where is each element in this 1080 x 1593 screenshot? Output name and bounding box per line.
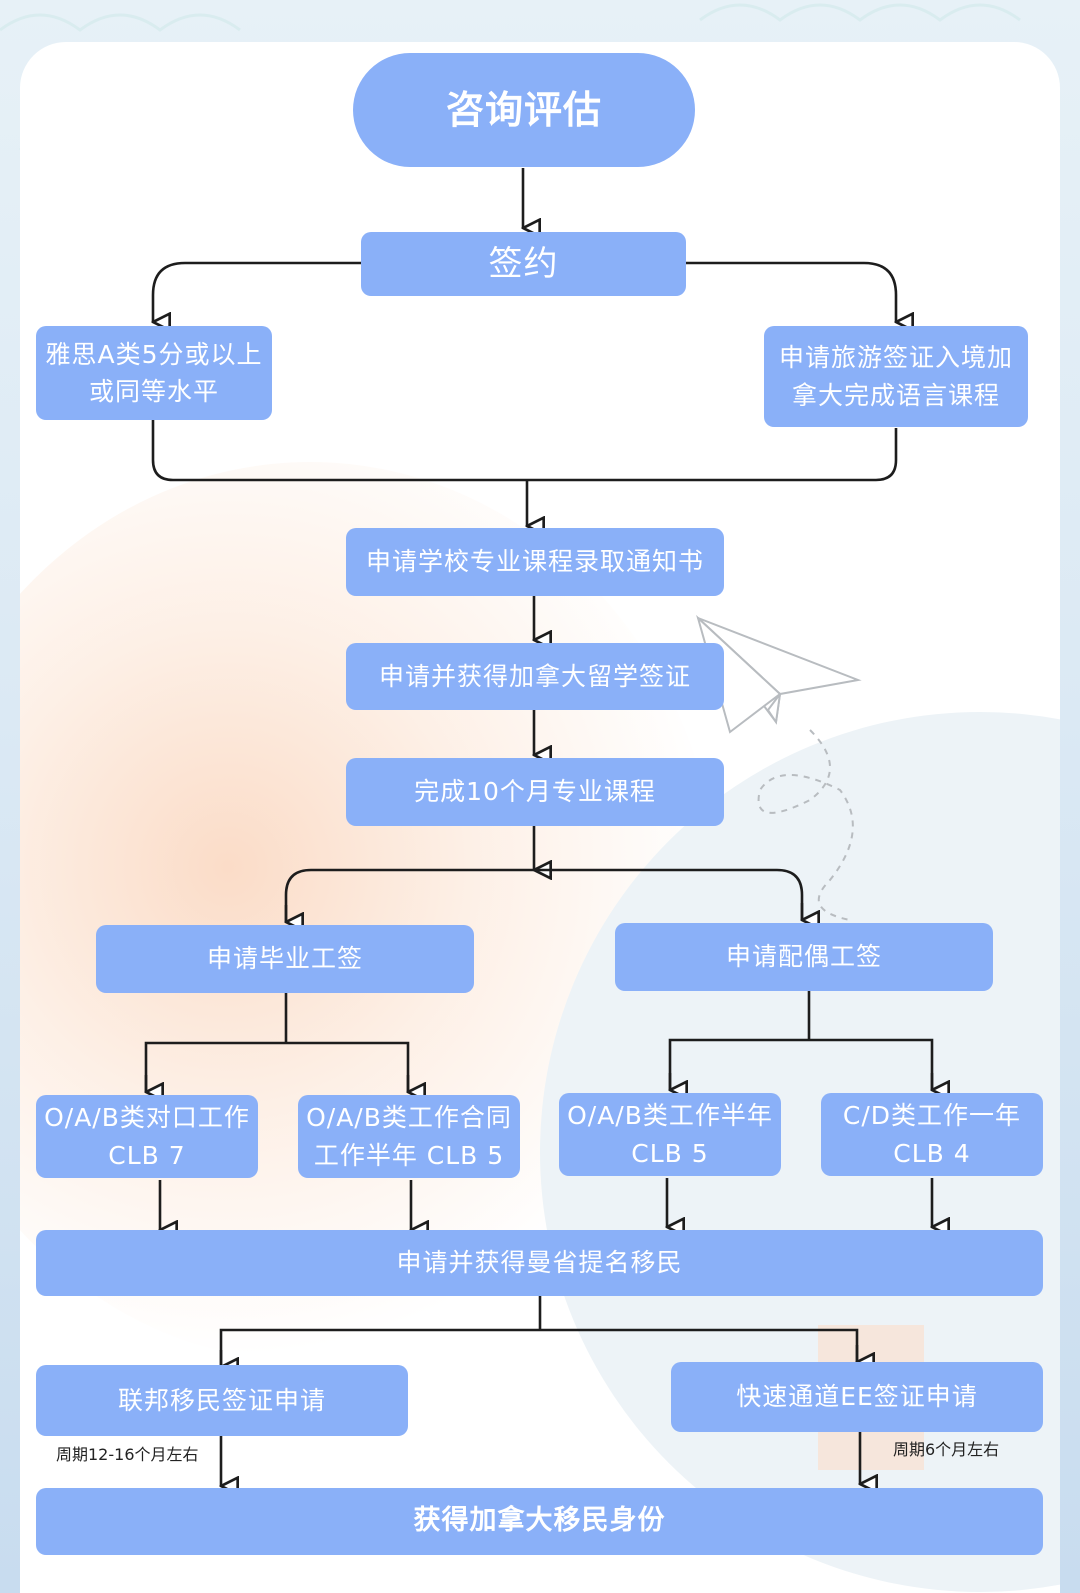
node-pr-label: 获得加拿大移民身份 xyxy=(413,1505,666,1537)
node-tourist-visa-label: 申请旅游签证入境加 拿大完成语言课程 xyxy=(778,343,1013,410)
node-ielts: 雅思A类5分或以上 或同等水平 xyxy=(36,326,272,420)
node-study-visa-label: 申请并获得加拿大留学签证 xyxy=(378,661,691,691)
node-pnp-label: 申请并获得曼省提名移民 xyxy=(396,1248,683,1278)
node-study-visa: 申请并获得加拿大留学签证 xyxy=(346,643,724,710)
node-pr: 获得加拿大移民身份 xyxy=(36,1488,1043,1555)
node-oab-half: O/A/B类工作半年 CLB 5 xyxy=(559,1093,781,1176)
node-express: 快速通道EE签证申请 xyxy=(671,1362,1043,1432)
node-spouse-work: 申请配偶工签 xyxy=(615,923,993,991)
node-federal: 联邦移民签证申请 xyxy=(36,1365,408,1436)
node-grad-work: 申请毕业工签 xyxy=(96,925,474,993)
node-oab-match-label: O/A/B类对口工作 CLB 7 xyxy=(44,1103,250,1170)
node-oab-contract: O/A/B类工作合同 工作半年 CLB 5 xyxy=(298,1095,520,1178)
node-sign-label: 签约 xyxy=(488,243,559,284)
node-ielts-label: 雅思A类5分或以上 或同等水平 xyxy=(45,339,263,407)
node-federal-label: 联邦移民签证申请 xyxy=(117,1385,326,1415)
node-grad-work-label: 申请毕业工签 xyxy=(206,944,363,974)
node-spouse-work-label: 申请配偶工签 xyxy=(725,942,882,972)
note-express-cycle: 周期6个月左右 xyxy=(893,1440,1000,1459)
node-admission: 申请学校专业课程录取通知书 xyxy=(346,528,724,596)
node-pnp: 申请并获得曼省提名移民 xyxy=(36,1230,1043,1296)
node-oab-match: O/A/B类对口工作 CLB 7 xyxy=(36,1095,258,1178)
node-cd-year-label: C/D类工作一年 CLB 4 xyxy=(842,1101,1022,1168)
node-tourist-visa: 申请旅游签证入境加 拿大完成语言课程 xyxy=(764,326,1028,427)
node-course-label: 完成10个月专业课程 xyxy=(414,777,656,807)
node-admission-label: 申请学校专业课程录取通知书 xyxy=(365,547,704,577)
node-express-label: 快速通道EE签证申请 xyxy=(736,1382,978,1412)
node-sign: 签约 xyxy=(361,232,686,296)
node-oab-half-label: O/A/B类工作半年 CLB 5 xyxy=(567,1101,773,1168)
node-course: 完成10个月专业课程 xyxy=(346,758,724,826)
node-oab-contract-label: O/A/B类工作合同 工作半年 CLB 5 xyxy=(306,1103,512,1170)
node-consult-label: 咨询评估 xyxy=(445,87,602,132)
node-consult: 咨询评估 xyxy=(353,53,695,167)
node-cd-year: C/D类工作一年 CLB 4 xyxy=(821,1093,1043,1176)
note-federal-cycle: 周期12-16个月左右 xyxy=(56,1445,199,1464)
